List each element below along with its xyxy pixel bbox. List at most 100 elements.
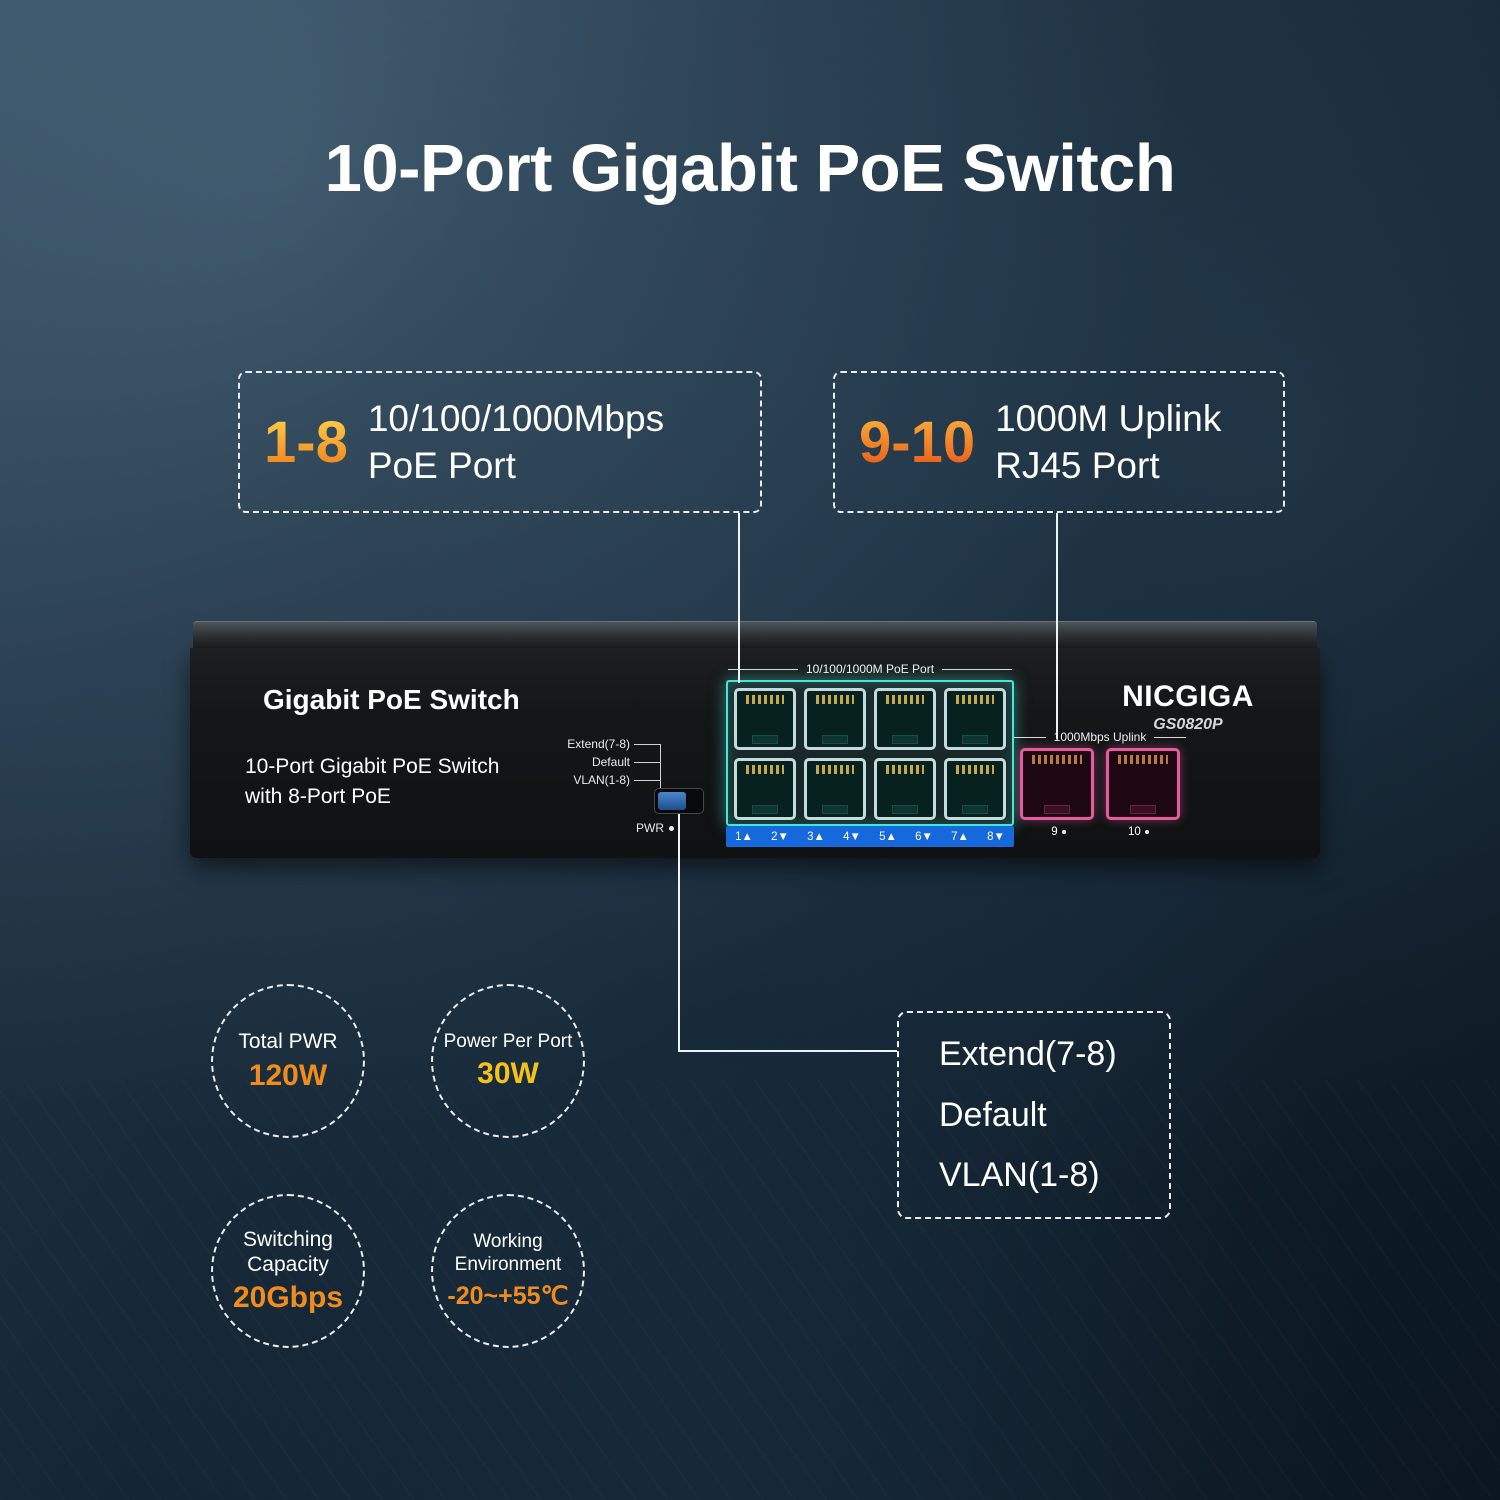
stat-switching-capacity: Switching Capacity 20Gbps: [211, 1194, 365, 1348]
connector-line-poe: [738, 513, 740, 683]
poe-ports-grid: [734, 688, 1006, 820]
poe-port-number-8: 8▼: [987, 830, 1005, 843]
callout-poe-ports: 1-8 10/100/1000Mbps PoE Port: [238, 371, 762, 513]
stat-label: Working Environment: [455, 1231, 562, 1277]
mode-toggle-switch: [654, 788, 704, 814]
rj45-clip-slot: [892, 805, 918, 814]
stat-total-power: Total PWR 120W: [211, 984, 365, 1138]
poe-port-number-strip: 1▲ 2▼ 3▲ 4▼ 5▲ 6▼ 7▲ 8▼: [726, 826, 1014, 847]
poe-port-5: [734, 758, 796, 820]
rj45-clip-slot: [962, 805, 988, 814]
uplink-number-10-text: 10: [1127, 826, 1141, 838]
switch-subtitle-line1: 10-Port Gigabit PoE Switch: [245, 755, 500, 778]
poe-port-number-3: 3▲: [807, 830, 825, 843]
poe-group-label: 10/100/1000M PoE Port: [805, 662, 935, 676]
switch-subtitle-line2: with 8-Port PoE: [245, 785, 391, 809]
poe-port-number-4: 4▼: [843, 830, 861, 843]
poe-port-8: [944, 758, 1006, 820]
rj45-pins: [746, 695, 784, 704]
switch-panel-subtitle: 10-Port Gigabit PoE Switch with 8-Port P…: [245, 752, 499, 813]
stat-value: 30W: [477, 1057, 539, 1091]
brand-logo: NICGIGA: [1122, 680, 1254, 713]
rj45-pins: [886, 765, 924, 774]
switch-panel-title: Gigabit PoE Switch: [263, 684, 520, 715]
stat-label-line1: Switching: [243, 1227, 333, 1251]
poe-port-7: [874, 758, 936, 820]
poe-port-3: [874, 688, 936, 750]
rj45-pins: [956, 765, 994, 774]
poe-label-line-left: [728, 668, 798, 670]
rj45-pins: [1032, 755, 1082, 764]
poe-port-1: [734, 688, 796, 750]
switch-top-face: [193, 621, 1317, 648]
uplink-group-label-row: 1000Mbps Uplink: [1014, 730, 1186, 744]
toggle-label-vlan: VLAN(1-8): [573, 773, 630, 787]
uplink-desc-line2: RJ45 Port: [995, 445, 1160, 486]
poe-port-number-1: 1▲: [735, 830, 753, 843]
poe-port-6: [804, 758, 866, 820]
stat-value: 120W: [248, 1058, 328, 1092]
rj45-pins: [1118, 755, 1168, 764]
poe-port-4: [944, 688, 1006, 750]
uplink-port-numbers: 9 10: [1020, 826, 1180, 838]
pwr-label: PWR: [636, 821, 674, 835]
rj45-clip-slot: [822, 805, 848, 814]
pwr-led: [669, 826, 674, 832]
rj45-pins: [956, 695, 994, 704]
toggle-label-line-3: [634, 780, 660, 781]
rj45-pins: [816, 695, 854, 704]
rj45-clip-slot: [822, 735, 848, 744]
uplink-port-range: 9-10: [859, 409, 976, 475]
rj45-clip-slot: [752, 735, 778, 744]
rj45-clip-slot: [752, 805, 778, 814]
toggle-label-line-2: [634, 762, 660, 763]
callout-uplink-ports: 9-10 1000M Uplink RJ45 Port: [833, 371, 1285, 513]
connector-line-uplink: [1056, 513, 1058, 739]
uplink-port-10: [1106, 748, 1180, 820]
poe-port-number-6: 6▼: [915, 830, 933, 843]
poe-desc-line2: PoE Port: [367, 445, 516, 486]
uplink-desc-line1: 1000M Uplink: [995, 397, 1222, 439]
poe-label-line-right: [942, 668, 1012, 670]
uplink-label-line-left: [1014, 736, 1046, 738]
toggle-label-line-1: [634, 744, 660, 745]
uplink-port-number-9: 9: [1051, 826, 1066, 838]
stat-label: Switching Capacity: [243, 1227, 333, 1277]
poe-port-number-5: 5▲: [879, 830, 897, 843]
poe-port-number-2: 2▼: [771, 830, 789, 843]
uplink-number-9-text: 9: [1051, 826, 1058, 838]
uplink-group-label: 1000Mbps Uplink: [1053, 730, 1147, 744]
stat-label-line1: Working: [473, 1231, 543, 1253]
rj45-clip-slot: [962, 735, 988, 744]
mode-option-vlan: VLAN(1-8): [939, 1156, 1100, 1195]
connector-line-mode-vertical: [678, 814, 680, 1052]
page-title: 10-Port Gigabit PoE Switch: [324, 131, 1176, 206]
stat-value: -20~+55℃: [447, 1281, 569, 1310]
uplink-ports-row: [1020, 748, 1180, 820]
uplink-led-9: [1061, 829, 1066, 834]
stat-value: 20Gbps: [232, 1281, 344, 1315]
connector-line-mode-horizontal: [678, 1050, 897, 1052]
stat-label: Total PWR: [238, 1030, 338, 1054]
mode-option-extend: Extend(7-8): [939, 1034, 1117, 1073]
rj45-clip-slot: [1130, 805, 1156, 814]
stat-label-line2: Environment: [454, 1254, 562, 1275]
stat-power-per-port: Power Per Port 30W: [431, 984, 585, 1138]
toggle-label-vline: [660, 744, 661, 790]
poe-port-range: 1-8: [264, 409, 348, 475]
model-number: GS0820P: [1153, 716, 1223, 733]
poe-port-2: [804, 688, 866, 750]
rj45-pins: [886, 695, 924, 704]
rj45-clip-slot: [1044, 805, 1070, 814]
uplink-port-9: [1020, 748, 1094, 820]
toggle-label-extend: Extend(7-8): [567, 737, 630, 751]
stat-working-environment: Working Environment -20~+55℃: [431, 1194, 585, 1348]
poe-port-number-7: 7▲: [951, 830, 969, 843]
mode-option-default: Default: [939, 1095, 1047, 1134]
stat-label: Power Per Port: [443, 1030, 573, 1052]
uplink-port-number-10: 10: [1128, 826, 1149, 838]
poe-desc-line1: 10/100/1000Mbps: [367, 397, 665, 439]
pwr-text: PWR: [636, 821, 664, 835]
uplink-led-10: [1144, 829, 1149, 834]
